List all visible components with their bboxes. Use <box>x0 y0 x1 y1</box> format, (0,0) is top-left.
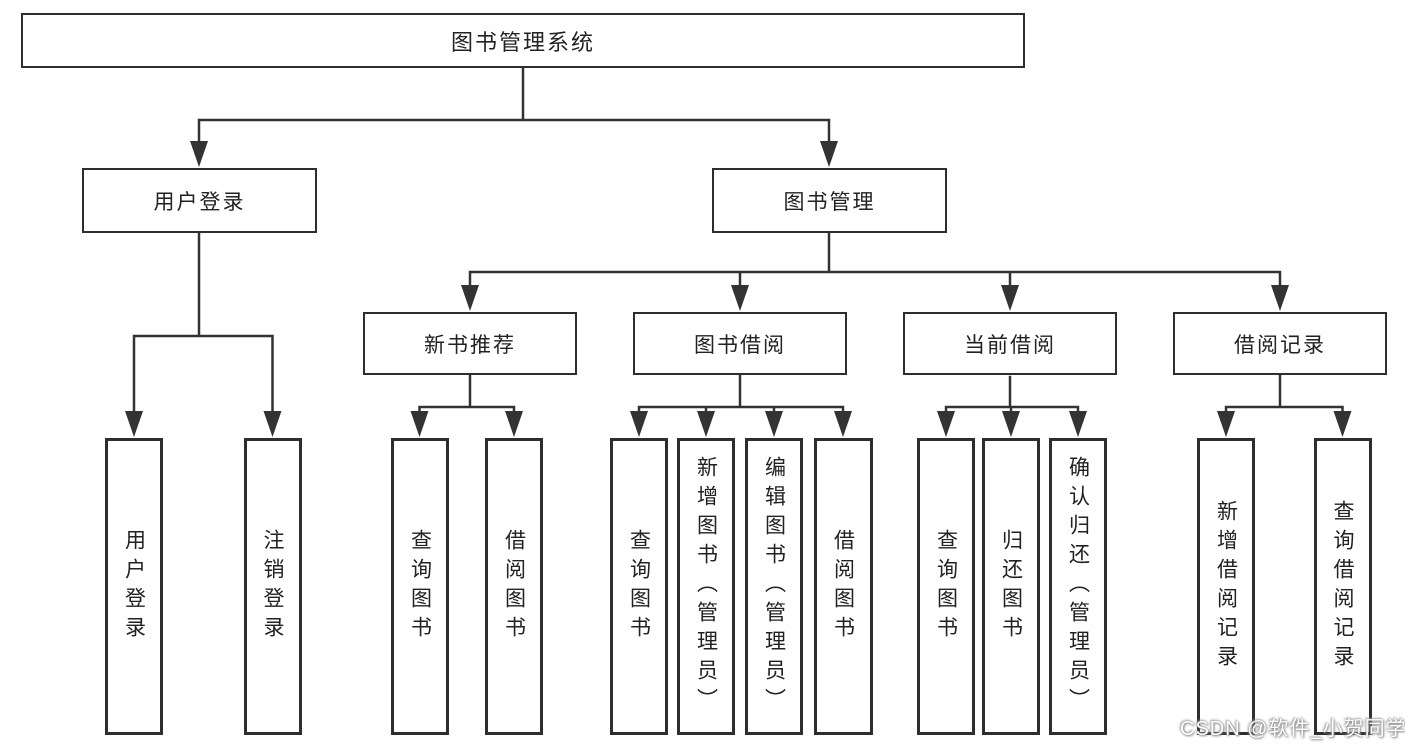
leaf-borrow-books-1: 借阅图书 <box>485 438 543 735</box>
node-new-book-recommend: 新书推荐 <box>363 312 577 375</box>
leaf-label: 注销登录 <box>261 528 284 645</box>
leaf-logout: 注销登录 <box>243 438 302 735</box>
leaf-add-borrow-record: 新增借阅记录 <box>1197 438 1255 735</box>
node-label: 借阅记录 <box>1234 333 1326 357</box>
leaf-query-books-3: 查询图书 <box>917 438 975 735</box>
leaf-confirm-return-admin: 确认归还（管理员） <box>1049 438 1107 735</box>
tree-edges <box>132 66 1344 416</box>
leaf-return-books: 归还图书 <box>982 438 1040 735</box>
leaf-query-books-2: 查询图书 <box>610 438 668 735</box>
node-label: 图书管理 <box>783 190 876 214</box>
leaf-label: 新增图书（管理员） <box>694 456 718 717</box>
leaf-user-login: 用户登录 <box>105 438 163 735</box>
leaf-label: 编辑图书（管理员） <box>762 456 786 717</box>
leaf-label: 查询图书 <box>627 528 651 645</box>
leaf-label: 用户登录 <box>122 528 146 645</box>
leaf-label: 查询图书 <box>934 528 958 645</box>
leaf-query-borrow-record: 查询借阅记录 <box>1313 438 1372 735</box>
leaf-label: 查询借阅记录 <box>1331 499 1354 674</box>
node-user-login: 用户登录 <box>82 168 317 233</box>
node-book-management: 图书管理 <box>712 168 947 233</box>
leaf-borrow-books-2: 借阅图书 <box>813 438 873 735</box>
leaf-query-books-1: 查询图书 <box>391 438 449 735</box>
leaf-label: 查询图书 <box>408 528 432 645</box>
node-label: 图书管理系统 <box>450 29 595 55</box>
node-book-borrow: 图书借阅 <box>633 312 847 375</box>
leaf-edit-books-admin: 编辑图书（管理员） <box>745 438 803 735</box>
node-label: 用户登录 <box>153 190 246 214</box>
node-library-management-system: 图书管理系统 <box>21 13 1025 68</box>
leaf-label: 新增借阅记录 <box>1214 499 1238 674</box>
node-label: 当前借阅 <box>964 333 1056 357</box>
csdn-watermark: CSDN @软件_小贺同学 <box>1180 718 1405 740</box>
node-current-borrow: 当前借阅 <box>903 312 1117 375</box>
node-label: 图书借阅 <box>694 333 786 357</box>
node-label: 新书推荐 <box>424 333 516 357</box>
leaf-label: 确认归还（管理员） <box>1066 456 1090 717</box>
arrowheads <box>125 141 1352 437</box>
leaf-add-books-admin: 新增图书（管理员） <box>677 438 735 735</box>
leaf-label: 借阅图书 <box>831 528 855 645</box>
leaf-label: 归还图书 <box>999 528 1023 645</box>
node-borrow-records: 借阅记录 <box>1173 312 1387 375</box>
leaf-label: 借阅图书 <box>502 528 526 645</box>
